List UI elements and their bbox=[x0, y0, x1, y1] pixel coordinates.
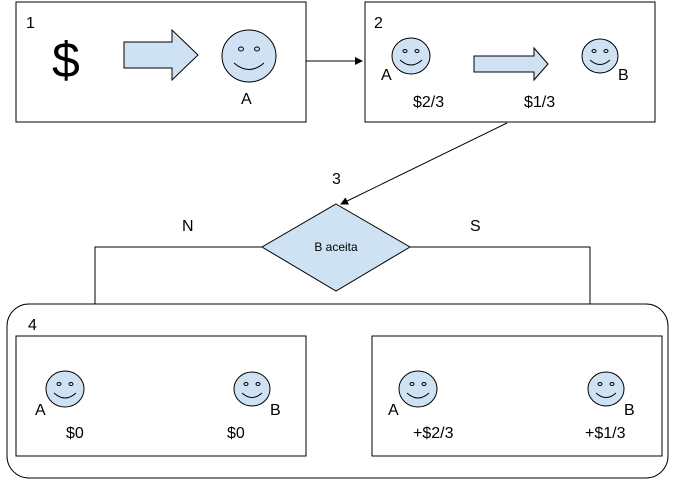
person-a-label: A bbox=[35, 402, 46, 419]
transfer-arrow-icon bbox=[473, 46, 549, 82]
amount-b-label: $0 bbox=[227, 425, 245, 442]
person-a-label: A bbox=[241, 91, 252, 108]
amount-a-label: $0 bbox=[66, 425, 84, 442]
smiley-b-icon bbox=[581, 38, 619, 74]
step-3-number: 3 bbox=[332, 171, 341, 188]
smiley-a-icon bbox=[391, 37, 431, 75]
outcome-no-box: A B $0 $0 bbox=[15, 335, 307, 457]
smiley-a-icon bbox=[398, 370, 438, 408]
amount-a-label: +$2/3 bbox=[413, 425, 454, 442]
amount-b-label: $1/3 bbox=[524, 94, 555, 111]
connector-2-3 bbox=[340, 122, 508, 205]
smiley-a-icon bbox=[221, 29, 277, 83]
step-4-number: 4 bbox=[28, 317, 37, 334]
transfer-arrow-icon bbox=[123, 28, 199, 82]
step-1-number: 1 bbox=[26, 15, 35, 32]
person-b-label: B bbox=[270, 402, 281, 419]
amount-b-label: +$1/3 bbox=[585, 425, 626, 442]
person-a-label: A bbox=[388, 402, 399, 419]
step-1-box: 1 $ A bbox=[15, 1, 307, 123]
amount-a-label: $2/3 bbox=[413, 94, 444, 111]
smiley-b-icon bbox=[233, 371, 271, 407]
smiley-a-icon bbox=[45, 370, 85, 408]
decision-diamond bbox=[261, 203, 411, 292]
decision-label: B aceita bbox=[314, 240, 358, 254]
person-b-label: B bbox=[624, 402, 635, 419]
dollar-symbol: $ bbox=[52, 32, 80, 88]
smiley-b-icon bbox=[587, 371, 625, 407]
step-2-number: 2 bbox=[374, 15, 383, 32]
person-b-label: B bbox=[618, 67, 629, 84]
yes-branch-label: S bbox=[470, 218, 481, 235]
step-2-box: 2 A B $2/3 $1/3 bbox=[364, 1, 656, 123]
person-a-label: A bbox=[381, 67, 392, 84]
decision-node: B aceita bbox=[261, 203, 411, 292]
no-branch-label: N bbox=[182, 218, 194, 235]
outcome-yes-box: A B +$2/3 +$1/3 bbox=[371, 335, 663, 457]
